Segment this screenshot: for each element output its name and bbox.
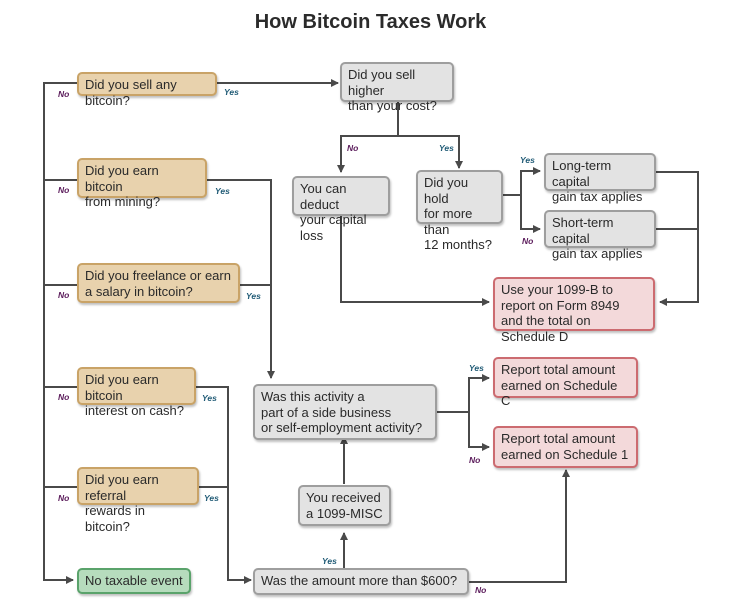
side-business-no — [468, 412, 490, 451]
node-schedule-c: Report total amount earned on Schedule C — [493, 357, 638, 408]
long-term-connector — [656, 171, 699, 306]
node-referral-rewards: Did you earn referral rewards in bitcoin… — [77, 467, 199, 534]
node-no-taxable-event: No taxable event — [77, 568, 191, 594]
side-business-split — [436, 374, 490, 413]
interest-yes-connector — [195, 386, 252, 584]
label-yes-hold: Yes — [520, 155, 535, 165]
node-schedule-1: Report total amount earned on Schedule 1 — [493, 426, 638, 468]
node-deduct-loss: You can deduct your capital loss — [292, 176, 390, 243]
label-no-referral: No — [58, 493, 70, 503]
sell-higher-yes — [398, 135, 463, 169]
label-yes-freelance: Yes — [246, 291, 261, 301]
node-long-term: Long-term capital gain tax applies — [544, 153, 656, 204]
label-no-side-business: No — [469, 455, 481, 465]
node-earn-mining: Did you earn bitcoin from mining? — [77, 158, 207, 209]
label-no-over-600: No — [475, 585, 487, 595]
label-yes-over-600: Yes — [322, 556, 337, 566]
sell-higher-split — [337, 100, 399, 173]
no-spine-connector — [43, 82, 77, 584]
node-side-business: Was this activity a part of a side busin… — [253, 384, 437, 440]
node-amount-over-600: Was the amount more than $600? — [253, 568, 469, 595]
label-yes-sell-higher: Yes — [439, 143, 454, 153]
node-sell-any-bitcoin: Did you sell any bitcoin? — [77, 72, 217, 108]
label-yes-sell: Yes — [224, 87, 239, 97]
hold-split — [502, 167, 541, 196]
mining-yes-connector — [205, 179, 275, 379]
hold-no — [520, 195, 541, 233]
node-1099-misc: You received a 1099-MISC — [298, 485, 391, 526]
deduct-connector — [340, 214, 490, 306]
node-freelance-salary: Did you freelance or earn a salary in bi… — [77, 263, 240, 303]
label-yes-side-business: Yes — [469, 363, 484, 373]
node-short-term: Short-term capital gain tax applies — [544, 210, 656, 261]
label-no-sell: No — [58, 89, 70, 99]
node-sell-higher: Did you sell higher than your cost? — [340, 62, 454, 113]
label-no-freelance: No — [58, 290, 70, 300]
label-yes-referral: Yes — [204, 493, 219, 503]
label-no-sell-higher: No — [347, 143, 359, 153]
node-hold-12-months: Did you hold for more than 12 months? — [416, 170, 503, 252]
label-yes-mining: Yes — [215, 186, 230, 196]
label-no-mining: No — [58, 185, 70, 195]
node-earn-interest: Did you earn bitcoin interest on cash? — [77, 367, 196, 418]
label-no-interest: No — [58, 392, 70, 402]
node-form-8949: Use your 1099-B to report on Form 8949 a… — [493, 277, 655, 344]
label-yes-interest: Yes — [202, 393, 217, 403]
label-no-hold: No — [522, 236, 534, 246]
diagram-title: How Bitcoin Taxes Work — [254, 11, 487, 33]
over600-no-connector — [467, 469, 570, 583]
